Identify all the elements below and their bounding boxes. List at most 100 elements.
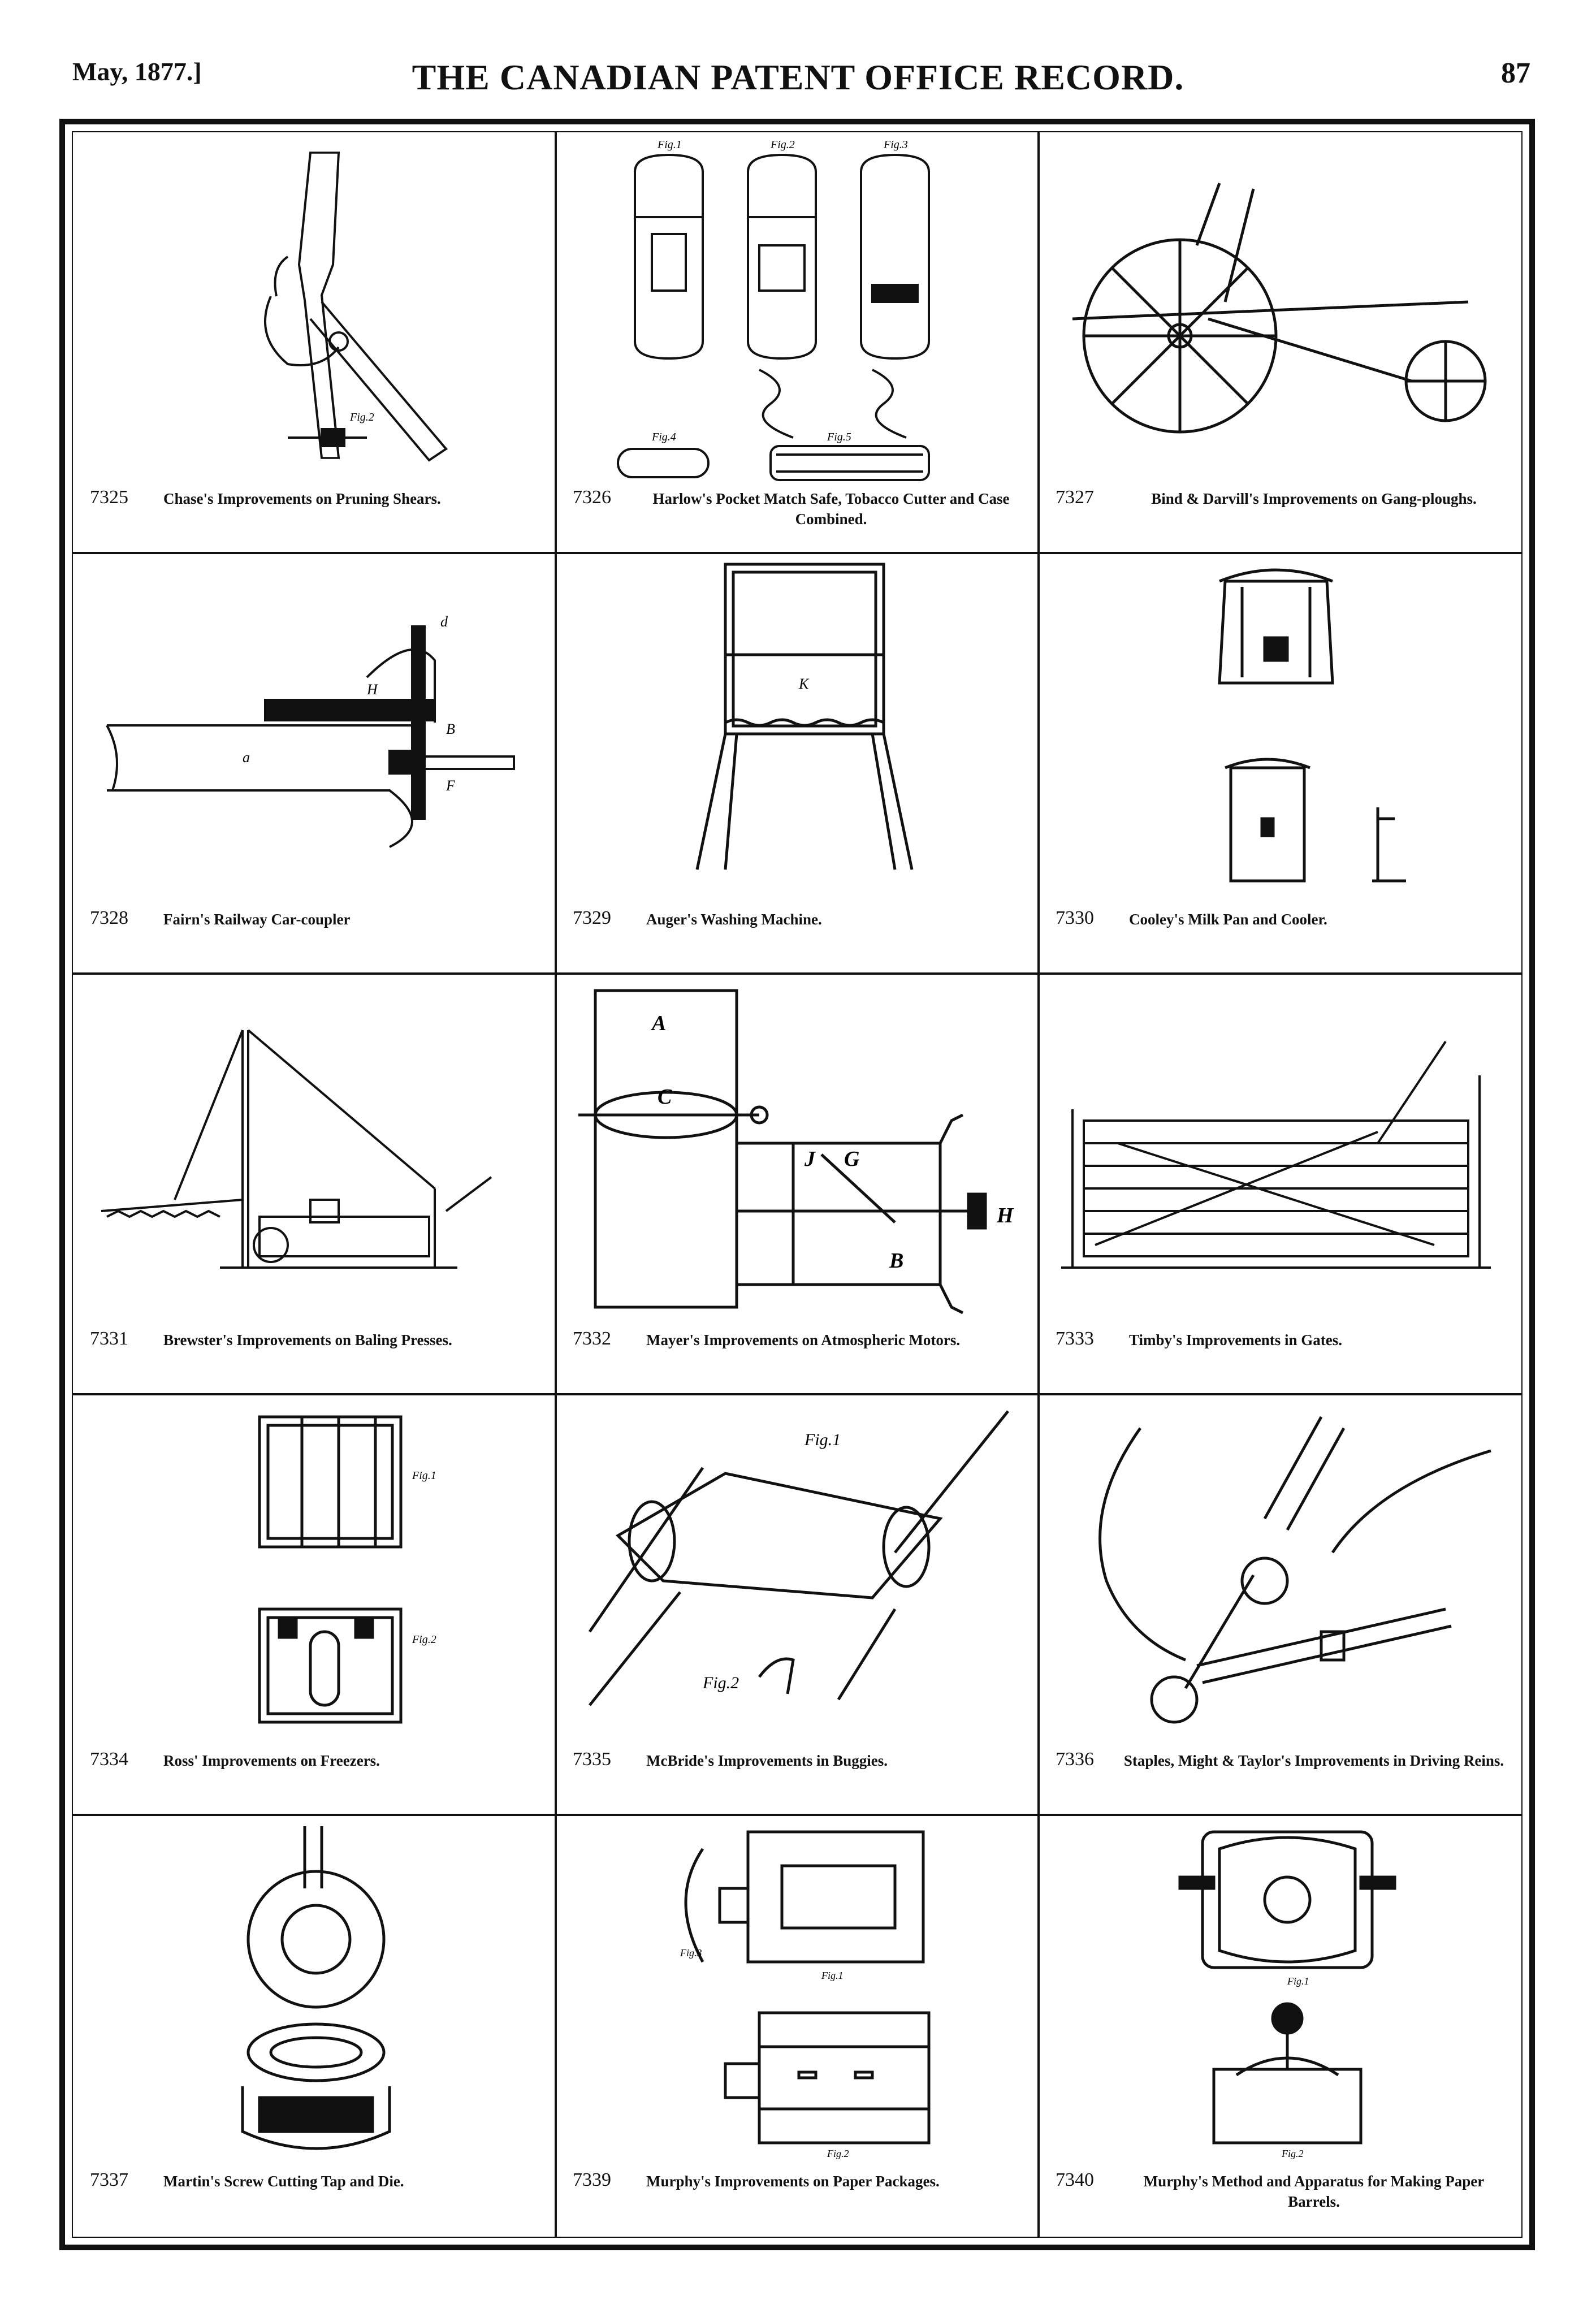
fig-1-label: Fig.1	[1287, 1975, 1309, 1987]
patent-title: Chase's Improvements on Pruning Shears.	[163, 490, 441, 507]
label-b: B	[446, 721, 455, 737]
patent-number: 7335	[573, 1749, 611, 1770]
buggy-drawing: Fig.1 Fig.2	[588, 1410, 1009, 1706]
fig-3-label: Fig.3	[883, 139, 908, 151]
patent-title: Murphy's Improvements on Paper Packages.	[646, 2173, 940, 2190]
patent-title: Ross' Improvements on Freezers.	[163, 1752, 380, 1769]
patent-title: Bind & Darvill's Improvements on Gang-pl…	[1151, 490, 1477, 507]
paper-packages-drawing: Fig.1 Fig.2 Fig.3	[680, 1830, 931, 2159]
plate-7325: Fig.2 7325 Chase's Improvements on Pruni…	[73, 132, 556, 553]
fig-5-label: Fig.5	[827, 431, 851, 443]
plate-7326: Fig.1 Fig.2 Fig.3 Fig.4 Fig.5 7326 Harlo…	[556, 132, 1039, 553]
label-j: J	[804, 1147, 816, 1171]
patent-number: 7329	[573, 907, 611, 928]
label-k: K	[798, 676, 810, 692]
label-b: B	[889, 1249, 903, 1273]
patent-number: 7328	[90, 907, 128, 928]
patent-title: Brewster's Improvements on Baling Presse…	[163, 1331, 452, 1348]
patent-number: 7330	[1056, 907, 1094, 928]
fig-2-label: Fig.2	[349, 411, 374, 423]
patent-title: McBride's Improvements in Buggies.	[646, 1752, 888, 1769]
plate-7335: Fig.1 Fig.2 7335 McBride's Improvements …	[556, 1394, 1039, 1815]
caption-7325: 7325 Chase's Improvements on Pruning She…	[90, 486, 539, 537]
patent-number: 7333	[1056, 1328, 1094, 1349]
baling-press-drawing	[101, 1029, 492, 1269]
patent-title: Cooley's Milk Pan and Cooler.	[1129, 911, 1327, 928]
label-g: G	[844, 1147, 860, 1171]
plate-7329: K 7329 Auger's Washing Machine.	[556, 553, 1039, 974]
plate-7337: 7337 Martin's Screw Cutting Tap and Die.	[73, 1815, 556, 2236]
washing-machine-drawing: K	[695, 563, 914, 870]
caption-7333: 7333 Timby's Improvements in Gates.	[1056, 1328, 1504, 1378]
fig-1-label: Fig.1	[657, 139, 682, 151]
fig-2-label: Fig.2	[770, 139, 795, 151]
plate-7328: H B a F d 7328 Fairn's Railway Car-coupl…	[73, 553, 556, 974]
label-h: H	[996, 1204, 1014, 1227]
fig-2-label: Fig.2	[702, 1674, 739, 1692]
paper-barrels-drawing: Fig.1 Fig.2	[1178, 1830, 1396, 2159]
label-h: H	[366, 681, 378, 698]
caption-7336: 7336 Staples, Might & Taylor's Improveme…	[1056, 1748, 1504, 1799]
patent-number: 7337	[90, 2169, 128, 2190]
fig-1-label: Fig.1	[412, 1469, 436, 1482]
patent-title: Martin's Screw Cutting Tap and Die.	[163, 2173, 404, 2190]
caption-7335: 7335 McBride's Improvements in Buggies.	[573, 1748, 1022, 1799]
patent-title: Auger's Washing Machine.	[646, 911, 822, 928]
plate-frame: Fig.2 7325 Chase's Improvements on Pruni…	[59, 119, 1535, 2250]
driving-reins-drawing	[1098, 1416, 1491, 1724]
fig-2-label: Fig.2	[827, 2148, 849, 2159]
milk-pan-drawing	[1218, 568, 1406, 883]
patent-number: 7326	[573, 487, 611, 508]
fig-2-label: Fig.2	[412, 1633, 436, 1646]
plate-7327: 7327 Bind & Darvill's Improvements on Ga…	[1039, 132, 1521, 553]
patent-title: Murphy's Method and Apparatus for Making…	[1143, 2173, 1485, 2210]
patent-number: 7334	[90, 1749, 128, 1770]
label-a: A	[651, 1011, 666, 1035]
fig-1-label: Fig.1	[821, 1970, 844, 1981]
caption-7330: 7330 Cooley's Milk Pan and Cooler.	[1056, 907, 1504, 958]
plate-7336: 7336 Staples, Might & Taylor's Improveme…	[1039, 1394, 1521, 1815]
gang-plough-drawing	[1072, 183, 1487, 434]
issue-date: May, 1877.]	[72, 57, 202, 86]
gate-drawing	[1061, 1040, 1491, 1269]
patent-title: Fairn's Railway Car-coupler	[163, 911, 351, 928]
caption-7329: 7329 Auger's Washing Machine.	[573, 907, 1022, 958]
tap-and-die-drawing	[241, 1826, 391, 2150]
fig-3-label: Fig.3	[680, 1947, 702, 1959]
fig-4-label: Fig.4	[651, 431, 676, 443]
patent-title: Timby's Improvements in Gates.	[1129, 1331, 1343, 1348]
caption-7326: 7326 Harlow's Pocket Match Safe, Tobacco…	[573, 486, 1022, 537]
caption-7340: 7340 Murphy's Method and Apparatus for M…	[1056, 2169, 1504, 2220]
fig-2-label: Fig.2	[1281, 2148, 1304, 2159]
plate-grid: Fig.2 7325 Chase's Improvements on Pruni…	[72, 131, 1523, 2238]
patent-number: 7332	[573, 1328, 611, 1349]
patent-number: 7327	[1056, 487, 1094, 508]
plate-7334: Fig.1 Fig.2 7334 Ross' Improvements on F…	[73, 1394, 556, 1815]
caption-7328: 7328 Fairn's Railway Car-coupler	[90, 907, 539, 958]
patent-title: Harlow's Pocket Match Safe, Tobacco Cutt…	[652, 490, 1010, 528]
patent-number: 7340	[1056, 2169, 1094, 2190]
fig-1-label: Fig.1	[804, 1430, 841, 1449]
caption-7334: 7334 Ross' Improvements on Freezers.	[90, 1748, 539, 1799]
patent-number: 7336	[1056, 1749, 1094, 1770]
page-number: 87	[1501, 57, 1530, 89]
pruning-shears-drawing: Fig.2	[264, 152, 448, 462]
label-f: F	[446, 777, 456, 794]
caption-7331: 7331 Brewster's Improvements on Baling P…	[90, 1328, 539, 1378]
label-c: C	[658, 1085, 672, 1109]
plate-7340: Fig.1 Fig.2 7340 Murphy's Method and App…	[1039, 1815, 1521, 2236]
patent-title: Mayer's Improvements on Atmospheric Moto…	[646, 1331, 961, 1348]
label-a: a	[243, 749, 250, 766]
plate-7331: 7331 Brewster's Improvements on Baling P…	[73, 974, 556, 1394]
grid-lines	[73, 132, 1521, 2237]
match-safe-drawing: Fig.1 Fig.2 Fig.3 Fig.4 Fig.5	[617, 139, 930, 481]
patent-number: 7339	[573, 2169, 611, 2190]
plate-7332: A C B H J G 7332 Mayer's Improvements on…	[556, 974, 1039, 1394]
plate-7333: 7333 Timby's Improvements in Gates.	[1039, 974, 1521, 1394]
patent-number: 7325	[90, 487, 128, 508]
plate-7330: 7330 Cooley's Milk Pan and Cooler.	[1039, 553, 1521, 974]
freezer-drawing: Fig.1 Fig.2	[258, 1415, 436, 1724]
caption-7337: 7337 Martin's Screw Cutting Tap and Die.	[90, 2169, 539, 2220]
caption-7332: 7332 Mayer's Improvements on Atmospheric…	[573, 1328, 1022, 1378]
caption-7339: 7339 Murphy's Improvements on Paper Pack…	[573, 2169, 1022, 2220]
